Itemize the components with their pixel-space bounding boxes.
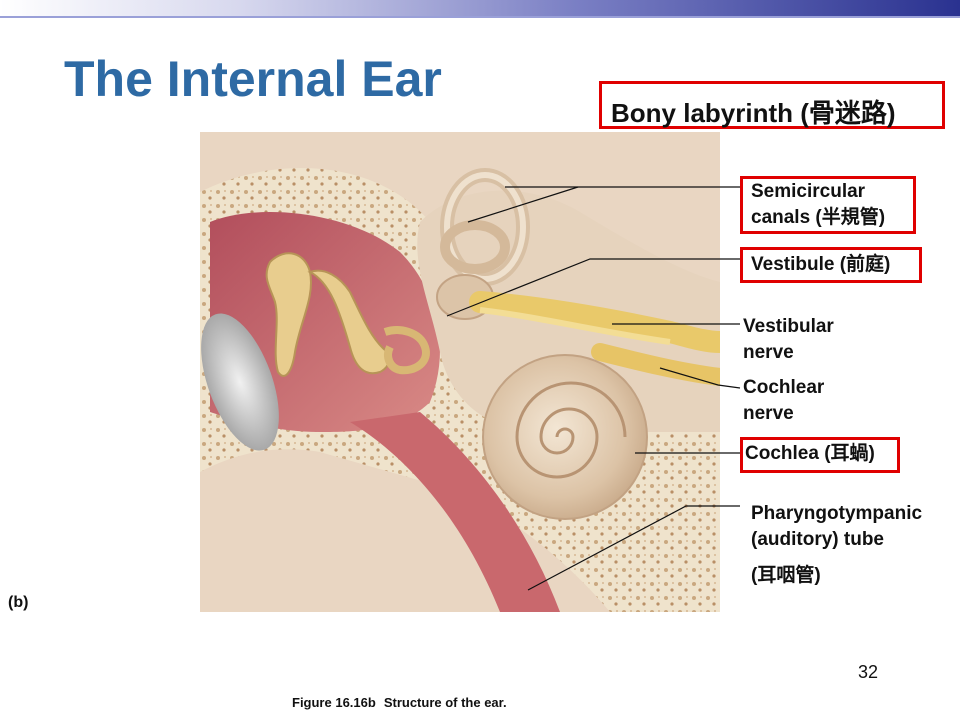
cochlea-highlight-box [740,437,900,473]
ear-anatomy-illustration [200,132,720,612]
figure-reference: Figure 16.16b [292,695,376,710]
cochlea-label: Cochlea (耳蝸) [745,443,875,464]
cochlea-spiral [515,381,627,479]
tympanic-membrane [201,313,279,451]
vestibular-nerve-label-line1: Vestibular [743,316,834,337]
vestibular-nerve-label-line2: nerve [743,342,794,363]
figure-caption: Figure 16.16b Structure of the ear. [292,695,515,710]
top-gradient-bar [0,0,960,16]
panel-label: (b) [8,594,29,611]
cochlear-nerve-label-line2: nerve [743,403,794,424]
semicircular-highlight-box [740,176,916,234]
stapes [383,326,430,375]
semicircular-label-line1: Semicircular [751,181,866,202]
slide-title: The Internal Ear [64,51,442,107]
page-number: 32 [858,662,879,682]
pharyngotympanic-label-line2: (auditory) tube [751,529,884,550]
pharyngotympanic-label-line1: Pharyngotympanic [751,503,923,524]
malleus [265,252,312,377]
pharyngotympanic-label-line3: (耳咽管) [751,565,821,586]
bony-labyrinth-heading: Bony labyrinth (骨迷路) [599,81,945,129]
top-divider [0,16,960,18]
cochlear-nerve-label-line1: Cochlear [743,377,825,398]
pharyngotympanic-tube [350,412,560,612]
semicircular-label-line2: canals (半規管) [751,207,886,228]
vestibule-highlight-box [740,247,922,283]
cochlea [482,354,648,520]
figure-caption-text: Structure of the ear. [383,695,507,710]
vestibule-label: Vestibule (前庭) [751,254,891,275]
